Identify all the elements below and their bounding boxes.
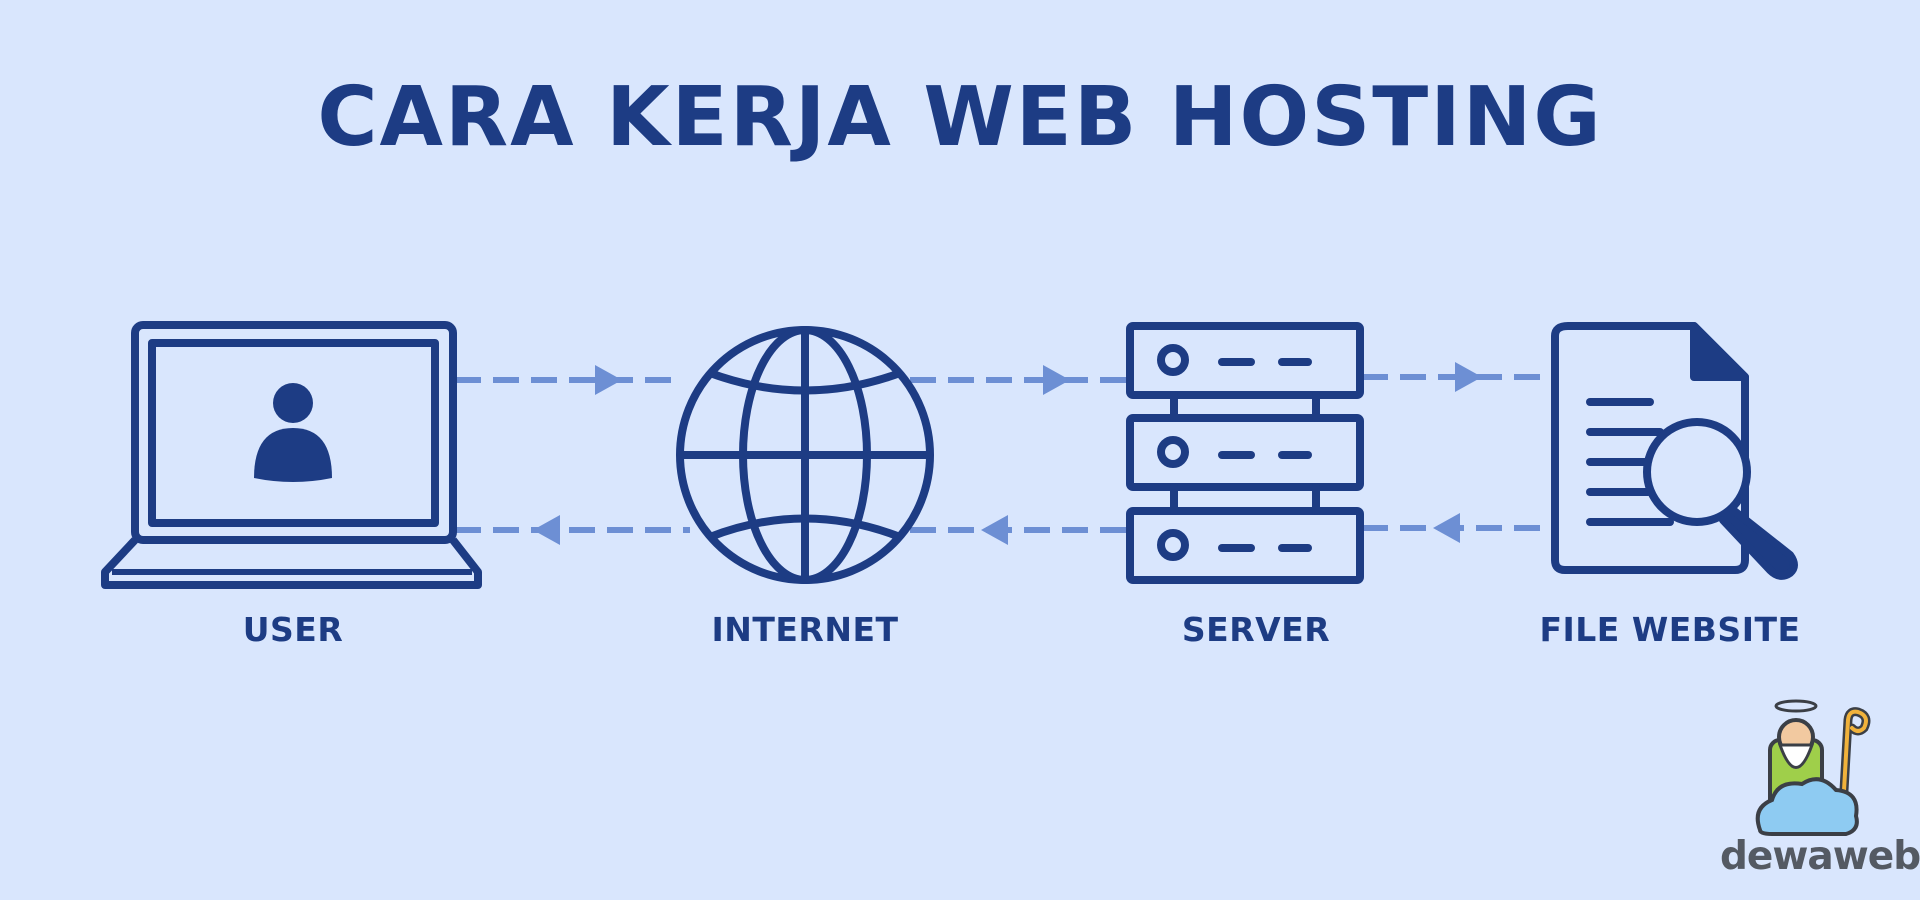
file-search-icon (1551, 322, 1798, 580)
arrowheads (533, 362, 1482, 545)
node-label-internet: INTERNET (711, 610, 899, 649)
diagram-title: CARA KERJA WEB HOSTING (317, 70, 1603, 165)
arrows (455, 374, 1552, 533)
dewaweb-logo-text: dewaweb (1720, 834, 1920, 879)
laptop-user-icon (101, 321, 482, 589)
arrowhead-left-3 (1433, 513, 1460, 543)
arrowhead-right-2 (1043, 365, 1070, 395)
globe-icon (676, 326, 934, 584)
arrowhead-right-1 (595, 365, 622, 395)
node-label-user: USER (242, 610, 344, 649)
server-rack-icon (1126, 322, 1364, 584)
arrowhead-left-1 (533, 515, 560, 545)
node-label-file-website: FILE WEBSITE (1539, 610, 1801, 649)
node-label-server: SERVER (1181, 610, 1331, 649)
arrowhead-left-2 (981, 515, 1008, 545)
dewaweb-mascot-icon (1755, 699, 1871, 836)
arrowhead-right-3 (1455, 362, 1482, 392)
